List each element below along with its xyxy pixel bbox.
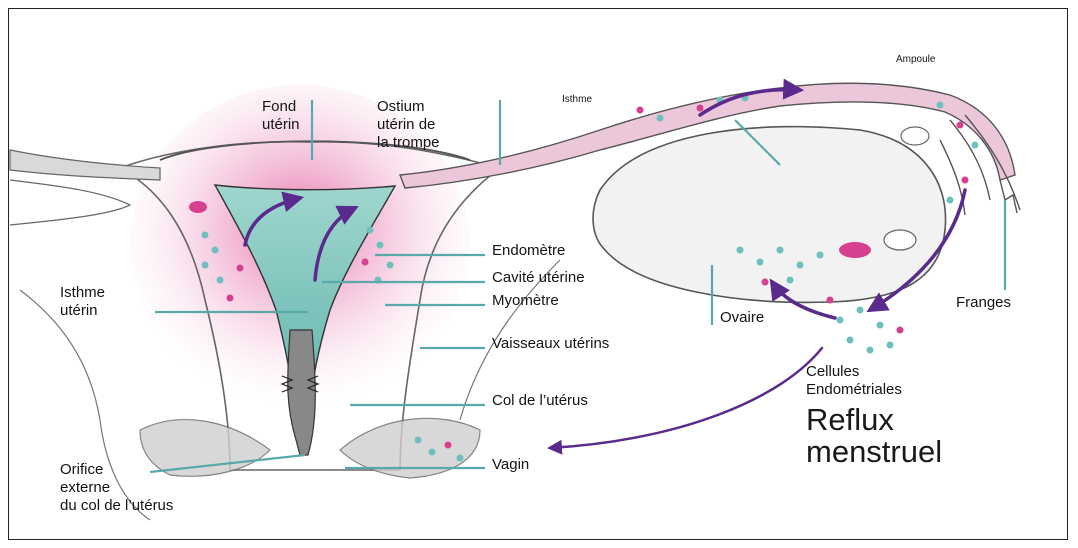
label-cellules-endometriales: Cellules Endométriales [806, 363, 902, 399]
left-tube-lower [10, 180, 130, 225]
label-isthme-uterin: Isthme utérin [60, 284, 105, 320]
reflux-arrow [550, 348, 822, 448]
left-tube [10, 150, 160, 180]
label-orifice-externe: Orifice externe du col de l’utérus [60, 461, 173, 515]
label-franges: Franges [956, 294, 1011, 312]
label-col-uterus: Col de l’utérus [492, 392, 588, 410]
label-reflux-menstruel: Reflux menstruel [806, 404, 942, 468]
label-vaisseaux-uterins: Vaisseaux utérins [492, 335, 609, 353]
label-cavite-uterine: Cavité utérine [492, 269, 585, 287]
label-ampoule: Ampoule [896, 54, 935, 66]
label-myometre: Myomètre [492, 292, 559, 310]
label-fond-uterin: Fond utérin [262, 98, 300, 134]
ovary-follicle [901, 127, 929, 145]
label-vagin: Vagin [492, 456, 529, 474]
label-endometre: Endomètre [492, 242, 565, 260]
label-isthme-trompe: Isthme [562, 94, 592, 106]
label-ovaire: Ovaire [720, 309, 764, 327]
ovary-follicle-2 [884, 230, 916, 250]
label-ostium: Ostium utérin de la trompe [377, 98, 440, 152]
cervical-canal [288, 330, 316, 455]
